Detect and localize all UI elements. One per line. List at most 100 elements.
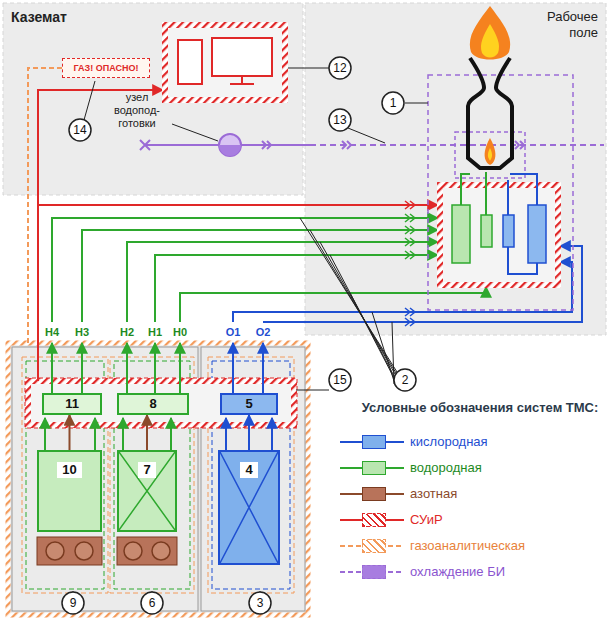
room-panel: КазематГАЗ! ОПАСНО! [3, 3, 303, 195]
line-name: H0 [166, 323, 194, 341]
legend-swatch [362, 513, 386, 527]
panel-ground [3, 3, 303, 195]
callout-number: 15 [326, 371, 354, 389]
cooling-line [428, 75, 573, 310]
callout-number: 6 [138, 594, 166, 612]
line-name: H2 [113, 323, 141, 341]
line-name: O1 [219, 323, 247, 341]
supply-line [154, 343, 156, 393]
node-text: ГАЗ! ОПАСНО! [65, 62, 147, 74]
engine-unit [468, 58, 512, 168]
legend-text: охлаждение БИ [410, 564, 505, 580]
flow-chevron [405, 201, 415, 209]
engine-unit [481, 24, 499, 58]
equipment-block [110, 357, 194, 593]
line-name: O2 [249, 323, 277, 341]
control-console [165, 25, 285, 100]
storage-block: 10 [37, 450, 102, 532]
legend-sample-line [340, 442, 404, 572]
callout-number: 3 [246, 594, 274, 612]
callout-circle [84, 68, 428, 390]
supply-line [179, 343, 181, 393]
storage-block: 4 [218, 450, 280, 565]
legend-text: газоаналитическая [410, 538, 525, 554]
legend-row: кислородная [340, 432, 602, 452]
control-console [230, 76, 254, 84]
node-text: 8 [121, 396, 185, 412]
part-label: узел водопод- готовки [104, 91, 170, 130]
flow-chevron [405, 201, 415, 326]
field-panel: Рабочее поле [305, 3, 606, 335]
callout-number: 13 [326, 111, 354, 129]
cooling-line [310, 144, 604, 146]
cooling-line [140, 140, 150, 150]
supply-line [52, 218, 438, 322]
callout-number: 2 [391, 371, 419, 389]
panel-ground [305, 3, 606, 335]
legend-swatch [362, 565, 386, 579]
supply-line [38, 90, 163, 381]
side-flow-arrow [122, 418, 124, 450]
legend-row: газоаналитическая [340, 536, 602, 556]
panel-box: 5 [220, 393, 278, 415]
nitrogen-bottle [46, 542, 64, 560]
supply-line [232, 343, 234, 393]
node-text: 5 [224, 396, 274, 412]
nitrogen-bottle [37, 537, 102, 565]
supply-line [38, 204, 438, 206]
engine-unit [528, 205, 546, 263]
legend-row: СУиР [340, 510, 602, 530]
nitrogen-bottle [37, 537, 177, 565]
engine-unit [470, 6, 510, 60]
legend-text: азотная [410, 486, 457, 502]
callout-number: 14 [66, 121, 94, 139]
node-text: 11 [46, 396, 98, 412]
line-name: H1 [141, 323, 169, 341]
callout-circle [300, 218, 397, 384]
equipment-block [8, 343, 308, 615]
side-flow-arrow [225, 418, 227, 450]
control-console [165, 25, 285, 100]
legend-row: водородная [340, 458, 602, 478]
supply-line [127, 242, 438, 322]
control-console [178, 40, 202, 84]
supply-line [262, 343, 264, 393]
node-text: Каземат [11, 9, 295, 26]
callout-number: 9 [59, 594, 87, 612]
cooling-line [219, 134, 241, 156]
legend-text: водородная [410, 460, 482, 476]
control-console [212, 38, 272, 76]
nitrogen-bottle [75, 542, 93, 560]
legend-swatch [362, 435, 386, 449]
flow-chevron [405, 308, 415, 316]
flow-chevron [405, 214, 415, 222]
flow-connector [248, 415, 250, 450]
supply-line [82, 230, 438, 322]
panel-box: 8 [117, 393, 189, 415]
panel-ground [3, 3, 606, 335]
legend-swatch [362, 461, 386, 475]
side-flow-arrow [271, 418, 273, 450]
flow-connector [146, 415, 148, 450]
node-text: Рабочее поле [534, 9, 598, 41]
side-flow-arrow [94, 418, 96, 450]
flow-connector [69, 415, 71, 450]
side-flow-arrow [45, 418, 272, 450]
side-flow-arrow [170, 418, 172, 450]
line-name: H3 [68, 323, 96, 341]
nitrogen-bottle [117, 537, 177, 565]
engine-unit [488, 148, 492, 161]
cross-mark [220, 452, 278, 563]
equipment-block [114, 361, 190, 589]
node-text: 10 [57, 462, 81, 478]
cooling-line [262, 141, 524, 149]
nitrogen-bottle [124, 542, 142, 560]
node-text: 7 [138, 462, 155, 478]
flow-chevron [405, 251, 415, 259]
flow-chevron [405, 238, 415, 246]
equipment-block [8, 343, 308, 615]
engine-unit [440, 6, 558, 285]
cooling-line [140, 75, 604, 310]
equipment-block [28, 381, 294, 425]
nitrogen-bottle [152, 542, 170, 560]
